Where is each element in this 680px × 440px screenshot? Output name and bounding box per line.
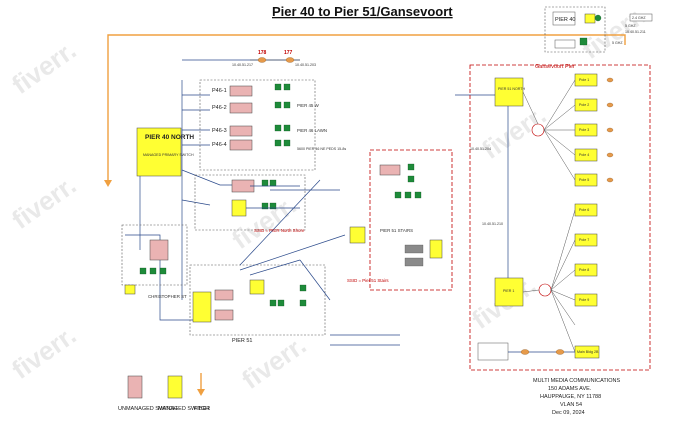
gansevoort-zone: Gansevoort Pier: [469, 64, 651, 371]
svg-text:10.40.51.217: 10.40.51.217: [232, 63, 253, 67]
gansevoort-trunk: 10.40.51.204 10.40.51.210: [455, 94, 509, 290]
pole-switch: Pole 5: [574, 173, 598, 187]
pole-switch: Pole 9: [574, 293, 598, 307]
gansevoort-fanout-top: Pole 1 Pole 2 Pole 3 Pole 4 Pole 5: [522, 73, 614, 187]
watermark: fiverr.: [226, 190, 301, 255]
legend-managed-swatch: [167, 375, 183, 399]
gansevoort-switch-top[interactable]: PIER 51 NORTH: [494, 77, 525, 107]
svg-text:CHRISTOPHER ST: CHRISTOPHER ST: [148, 294, 187, 299]
svg-text:Pole 3: Pole 3: [579, 128, 589, 132]
pole-switch: Pole 7: [574, 233, 598, 247]
svg-text:Pole 8: Pole 8: [579, 268, 589, 272]
diagram-title: Pier 40 to Pier 51/Gansevoort: [272, 4, 453, 19]
svg-text:PIER 46 LAWN: PIER 46 LAWN: [297, 128, 327, 133]
svg-text:Main Bldg 2B: Main Bldg 2B: [577, 350, 599, 354]
company-address2: HAUPPAUGE, NY 11788: [540, 394, 601, 400]
pole-switch: Pole 3: [574, 123, 598, 137]
svg-text:PIER 51: PIER 51: [232, 338, 252, 344]
pier40-north-switch[interactable]: PIER 40 NORTH MANAGED PRIMARY SWITCH: [136, 127, 194, 177]
svg-text:5 GHZ: 5 GHZ: [612, 41, 623, 45]
svg-text:177: 177: [284, 50, 293, 56]
svg-text:P46-2: P46-2: [212, 105, 227, 111]
legend: UNMANAGED SWITCH MANAGED SWITCH FIBER: [118, 373, 210, 412]
gansevoort-bottom-radios: [477, 342, 575, 361]
watermark: fiverr.: [6, 320, 81, 385]
watermark: fiverr.: [6, 170, 81, 235]
svg-text:Gansevoort Pier: Gansevoort Pier: [535, 64, 575, 70]
middle-cluster: [194, 174, 306, 231]
svg-text:10.40.51.204: 10.40.51.204: [470, 147, 491, 151]
svg-text:P46-3: P46-3: [212, 128, 227, 134]
pier40-top-detail: PIER 40 2.4 GHZ 5 GHZ 10.40.51.211 5 GHZ: [544, 6, 653, 53]
legend-fiber-label: FIBER: [194, 406, 210, 412]
company-vlan: VLAN 54: [560, 402, 582, 408]
company-name: MULTI MEDIA COMMUNICATIONS: [533, 378, 621, 384]
svg-text:2.4 GHZ: 2.4 GHZ: [632, 16, 646, 20]
svg-text:MANAGED PRIMARY SWITCH: MANAGED PRIMARY SWITCH: [143, 153, 194, 157]
pier51-cluster: PIER 51: [189, 264, 326, 344]
christopher-cluster: CHRISTOPHER ST: [121, 224, 188, 299]
p46-group: P46-1 P46-2 P46-3 P46-4 PIER 45 W PIER 4…: [199, 79, 346, 171]
legend-unmanaged-swatch: [127, 375, 143, 399]
svg-text:10.40.51.211: 10.40.51.211: [625, 30, 646, 34]
svg-text:P46-1: P46-1: [212, 88, 227, 94]
svg-text:PIER 51 NORTH: PIER 51 NORTH: [498, 87, 525, 91]
company-block: MULTI MEDIA COMMUNICATIONS 150 ADAMS AVE…: [533, 378, 621, 416]
svg-text:Pole 2: Pole 2: [579, 103, 589, 107]
svg-text:P46-4: P46-4: [212, 142, 227, 148]
svg-text:PIER 51 STAIRS: PIER 51 STAIRS: [380, 228, 413, 233]
svg-text:PIER 40 NORTH: PIER 40 NORTH: [145, 134, 194, 141]
fiber-link: [107, 34, 626, 185]
svg-text:178: 178: [258, 50, 267, 56]
svg-text:5600 PIER 46 NE PEDS 15-8s: 5600 PIER 46 NE PEDS 15-8s: [297, 147, 346, 151]
top-radio-pair: 178 177 10.40.51.217 10.40.51.203: [232, 50, 316, 67]
legend-managed-label: MANAGED SWITCH: [158, 406, 209, 412]
fiber-arrow: [104, 180, 112, 187]
gansevoort-switch-bottom[interactable]: PIER 1: [494, 277, 524, 307]
pole-switch: Pole 8: [574, 263, 598, 277]
pier40-top-label: PIER 40: [555, 17, 575, 23]
svg-text:PIER 45 W: PIER 45 W: [297, 103, 320, 108]
watermark-layer: fiverr. fiverr. fiverr. fiverr. fiverr. …: [6, 0, 651, 395]
pier51-stairs-zone: PIER 51 STAIRS SSID = Pier 51 Stairs SSI…: [254, 149, 453, 291]
pole-switch: Pole 6: [574, 203, 598, 217]
svg-text:10.40.51.203: 10.40.51.203: [295, 63, 316, 67]
svg-text:Pole 4: Pole 4: [579, 153, 589, 157]
svg-text:10.40.51.210: 10.40.51.210: [482, 222, 503, 226]
svg-text:Pole 7: Pole 7: [579, 238, 589, 242]
svg-text:PIER 1: PIER 1: [503, 289, 514, 293]
company-address1: 150 ADAMS AVE.: [548, 386, 592, 392]
svg-text:Pole 1: Pole 1: [579, 78, 589, 82]
legend-unmanaged-label: UNMANAGED SWITCH: [118, 406, 177, 412]
svg-text:Pole 9: Pole 9: [579, 298, 589, 302]
gansevoort-fanout-bottom: Pole 6 Pole 7 Pole 8 Pole 9 Main Bldg 2B: [522, 203, 600, 359]
pole-switch: Pole 4: [574, 148, 598, 162]
svg-text:Pole 5: Pole 5: [579, 178, 589, 182]
pole-switch: Pole 2: [574, 98, 598, 112]
mesh-links: [239, 179, 400, 346]
pole-switch: Main Bldg 2B: [574, 345, 600, 359]
svg-text:SSID = PIER North Shore: SSID = PIER North Shore: [254, 228, 305, 233]
svg-text:SSID = Pier 51 Stairs: SSID = Pier 51 Stairs: [347, 278, 389, 283]
pole-switch: Pole 1: [574, 73, 598, 87]
watermark: fiverr.: [6, 35, 81, 100]
svg-text:Pole 6: Pole 6: [579, 208, 589, 212]
company-date: Dec 09, 2024: [552, 410, 585, 416]
svg-text:5 GHZ: 5 GHZ: [625, 24, 636, 28]
